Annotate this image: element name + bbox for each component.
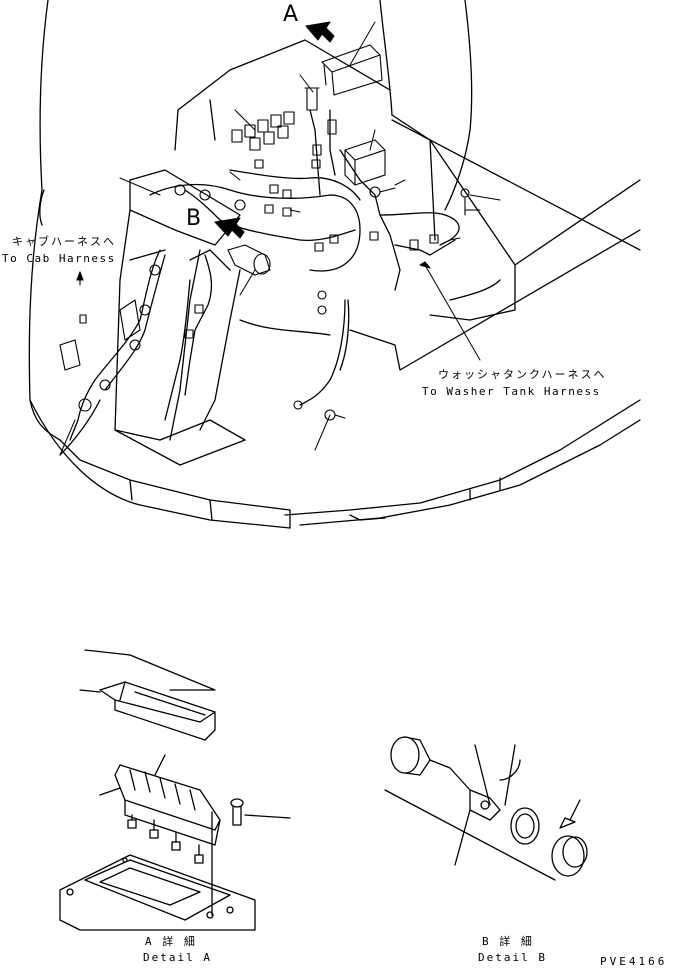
- main-connectors: [59, 21, 470, 421]
- detail-a-drawing: [59, 649, 291, 931]
- drawing-code: PVE4166: [600, 955, 668, 968]
- detail-b-caption-en: Detail B: [478, 951, 547, 964]
- cab-harness-label-jp: キャブハーネスへ: [12, 235, 116, 248]
- leader-lines-main: [59, 21, 501, 456]
- harness-wires: [59, 109, 460, 456]
- view-a-label: A: [283, 2, 299, 27]
- cab-body-outline: [28, 0, 641, 529]
- detail-a-caption-jp: A 詳 細: [145, 935, 197, 948]
- washer-harness-label-en: To Washer Tank Harness: [422, 385, 601, 398]
- steering-console: [114, 169, 246, 466]
- detail-a-caption-en: Detail A: [143, 951, 212, 964]
- view-b-label: B: [186, 206, 202, 231]
- cab-harness-label-en: To Cab Harness: [2, 252, 116, 265]
- detail-b-drawing: [384, 736, 588, 881]
- detail-b-caption-jp: B 詳 細: [482, 935, 534, 948]
- washer-harness-label-jp: ウォッシャタンクハーネスへ: [438, 368, 607, 381]
